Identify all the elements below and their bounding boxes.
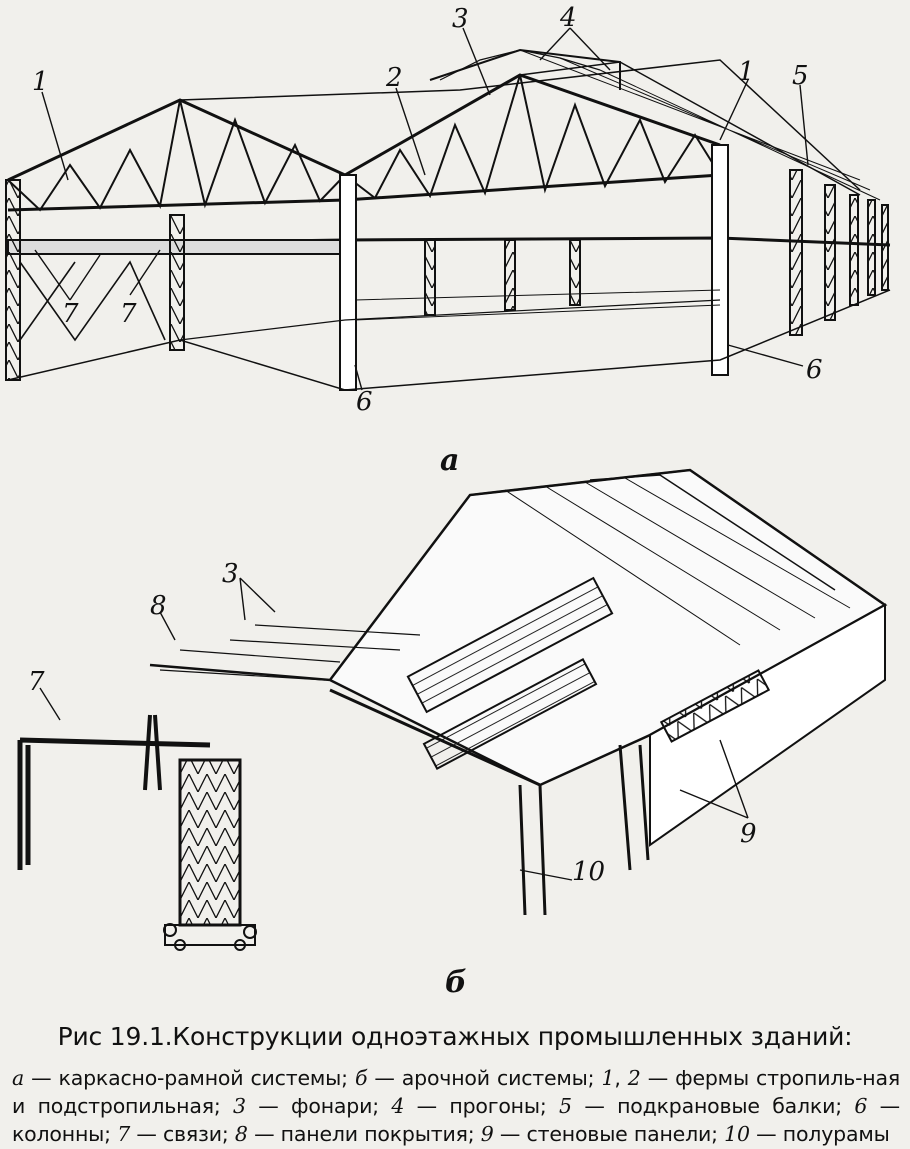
label-9: 9 (740, 819, 757, 849)
legend-text: — колонны; (12, 1094, 900, 1146)
caption-prefix: Рис 19.1. (57, 1022, 173, 1051)
label-6-right: 6 (806, 355, 823, 385)
legend-text: — подкрановые балки; (571, 1094, 855, 1118)
legend-text: , (614, 1066, 628, 1090)
label-1-left: 1 (32, 67, 49, 97)
leader-lines (34, 27, 809, 881)
legend-key: а (12, 1066, 25, 1090)
legend-text: — фонари; (245, 1094, 392, 1118)
structures-drawing: 1 2 3 4 1 5 6 6 7 7 3 8 7 9 10 а б (5, 3, 891, 1000)
legend-key: 10 (724, 1122, 750, 1146)
label-7-mid: 7 (120, 299, 137, 329)
legend-text: — полурамы (749, 1122, 890, 1146)
label-3-bottom: 3 (222, 559, 239, 589)
figure-caption: Рис 19.1.Конструкции одноэтажных промышл… (0, 1022, 910, 1051)
label-7-bottom: 7 (28, 667, 45, 697)
legend-key: 9 (480, 1122, 494, 1146)
legend-key: 2 (627, 1066, 641, 1090)
legend-key: 3 (233, 1094, 246, 1118)
legend-key: 7 (117, 1122, 131, 1146)
label-4: 4 (559, 3, 577, 33)
legend-key: б (354, 1066, 368, 1090)
label-3-top: 3 (452, 4, 469, 34)
legend-key: 1 (601, 1066, 615, 1090)
legend-text: — панели покрытия; (247, 1122, 481, 1146)
label-10: 10 (572, 857, 605, 887)
legend-key: 5 (559, 1094, 572, 1118)
label-2: 2 (385, 63, 403, 93)
label-6-bottom: 6 (356, 387, 373, 417)
label-5: 5 (792, 61, 809, 91)
legend-text: — прогоны; (404, 1094, 560, 1118)
label-7-left: 7 (62, 299, 79, 329)
legend-key: 8 (234, 1122, 248, 1146)
legend-text: — связи; (130, 1122, 235, 1146)
legend-text: — каркасно-рамной системы; (24, 1066, 355, 1090)
legend-key: 6 (854, 1094, 868, 1118)
figure-legend: а — каркасно-рамной системы; б — арочной… (12, 1064, 900, 1148)
subfigure-label-b: б (445, 965, 467, 1000)
legend-text: — стеновые панели; (493, 1122, 725, 1146)
label-8: 8 (150, 591, 167, 621)
frame-system-drawing (5, 48, 891, 391)
legend-text: — фермы стропиль-ная и подстропильная; (12, 1066, 901, 1118)
figure-labels: 1 2 3 4 1 5 6 6 7 7 3 8 7 9 10 а б (28, 3, 823, 1000)
arch-system-drawing (17, 468, 888, 951)
subfigure-label-a: а (440, 443, 459, 478)
legend-key: 4 (391, 1094, 405, 1118)
caption-title: Конструкции одноэтажных промышленных зда… (172, 1022, 853, 1051)
legend-text: — арочной системы; (367, 1066, 602, 1090)
label-1-right: 1 (738, 57, 755, 87)
